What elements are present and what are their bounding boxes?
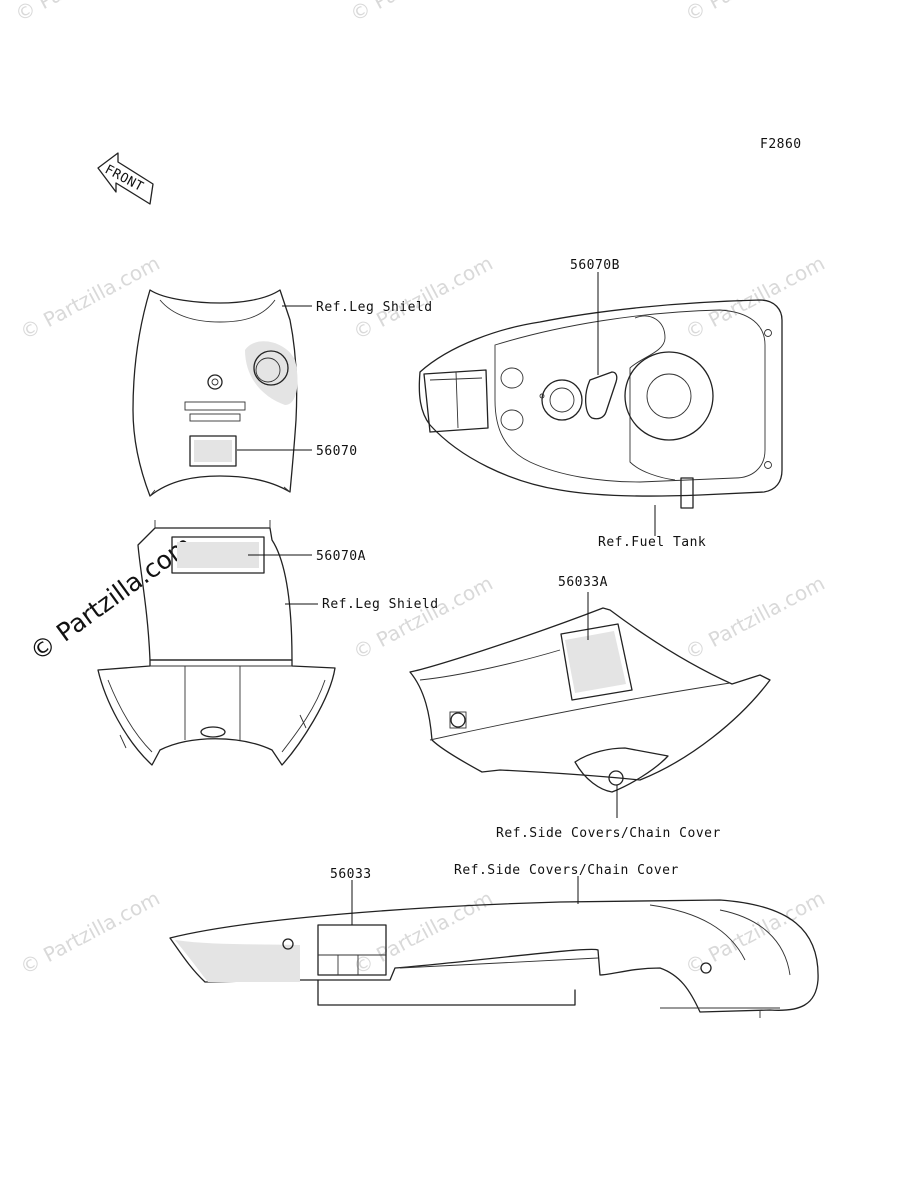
- watermark: © Partzilla.com: [349, 251, 497, 345]
- watermark: © Partzilla.com: [349, 571, 497, 665]
- watermark: © Partzilla.com: [11, 0, 159, 26]
- watermark: © Partzilla.com: [16, 886, 164, 980]
- callout-ref-side-covers-1: Ref.Side Covers/Chain Cover: [496, 826, 721, 841]
- leg-shield-lower-drawing: [97, 520, 336, 766]
- watermark: © Partzilla.com: [346, 0, 494, 26]
- fuel-tank-drawing: [418, 299, 783, 509]
- watermark: © Partzilla.com: [681, 251, 829, 345]
- callout-ref-fuel-tank: Ref.Fuel Tank: [598, 535, 706, 550]
- callout-ref-leg-shield-top: Ref.Leg Shield: [316, 300, 433, 315]
- side-cover-drawing: [409, 607, 771, 793]
- watermark: © Partzilla.com: [681, 0, 829, 26]
- callout-ref-leg-shield-mid: Ref.Leg Shield: [322, 597, 439, 612]
- callout-56033A: 56033A: [558, 575, 608, 590]
- callout-56033: 56033: [330, 867, 372, 882]
- figure-code: F2860: [760, 137, 802, 152]
- front-arrow-icon: FRONT: [97, 152, 154, 205]
- front-arrow-label: FRONT: [102, 162, 146, 195]
- callout-56070A: 56070A: [316, 549, 366, 564]
- watermark: © Partzilla.com: [16, 251, 164, 345]
- callout-labels: 56070B Ref.Leg Shield 56070 56070A Ref.L…: [316, 258, 721, 882]
- watermark: © Partzilla.com: [681, 571, 829, 665]
- chain-cover-drawing: [169, 899, 819, 1018]
- callout-ref-side-covers-2: Ref.Side Covers/Chain Cover: [454, 863, 679, 878]
- leg-shield-upper-drawing: [132, 289, 298, 497]
- leader-lines: [237, 272, 656, 925]
- callout-56070: 56070: [316, 444, 358, 459]
- callout-56070B: 56070B: [570, 258, 620, 273]
